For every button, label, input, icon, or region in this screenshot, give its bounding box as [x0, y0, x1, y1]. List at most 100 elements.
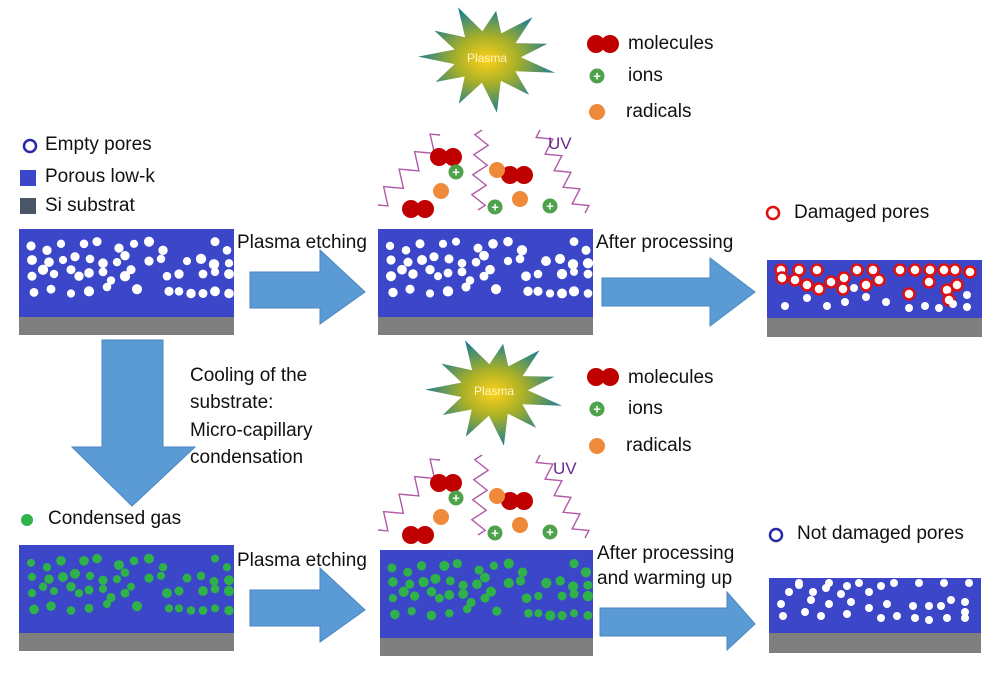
condensed-gas-pore — [42, 563, 52, 572]
condensed-gas-pore — [466, 597, 476, 608]
damaged-pore — [810, 263, 824, 277]
condensed-gas-pore — [98, 575, 108, 585]
condensed-gas-pore — [503, 558, 514, 569]
damaged-pore — [922, 275, 936, 289]
empty-pore — [403, 257, 413, 267]
ion — [448, 164, 464, 180]
condensed-gas-pore — [583, 611, 593, 620]
radical — [489, 488, 505, 504]
empty-pore — [224, 259, 234, 268]
not-damaged-pore — [843, 582, 851, 590]
empty-pore — [556, 268, 568, 280]
arrow-right-plasma-etching-bottom — [249, 566, 366, 643]
empty-pore — [198, 288, 208, 298]
condensed-gas-pore — [388, 577, 398, 587]
condensed-gas-pore — [92, 553, 102, 564]
ion — [542, 524, 558, 540]
condensed-gas-pore — [38, 582, 48, 591]
empty-pore — [83, 286, 95, 297]
molecule-icon — [587, 35, 605, 53]
intact-pore — [841, 298, 849, 306]
label-after-processing-top: After processing — [596, 232, 734, 253]
condensed-gas-pore — [27, 589, 37, 598]
empty-pore — [70, 252, 80, 262]
empty-pore — [210, 267, 220, 277]
condensed-gas-pore — [409, 591, 420, 601]
not-damaged-pore — [807, 596, 815, 604]
condensed-pores — [387, 558, 594, 621]
condensed-gas-pore — [398, 586, 409, 597]
condensed-gas-pore — [555, 576, 565, 586]
empty-pore — [401, 246, 411, 255]
species-legend-bottom: + — [587, 368, 619, 454]
condensed-gas-pore — [418, 576, 429, 588]
condensed-gas-pore — [569, 589, 579, 599]
intact-pore — [949, 300, 957, 308]
empty-pore — [174, 269, 184, 279]
legend-ions: ions — [628, 65, 663, 86]
empty-pore — [162, 271, 172, 281]
plus-sign: + — [546, 199, 554, 214]
empty-pore — [521, 271, 531, 282]
condensed-gas-pore — [164, 604, 174, 613]
radical — [489, 162, 505, 178]
condensed-gas-pore — [480, 593, 490, 603]
condensed-gas-pore — [426, 610, 437, 621]
empty-pore — [444, 254, 454, 264]
arrow-right-after-processing-top — [601, 256, 756, 328]
empty-pore — [443, 268, 453, 278]
molecule — [501, 166, 519, 184]
uv-ray — [470, 129, 490, 211]
empty-pore — [98, 258, 108, 269]
condensed-gas-pore — [198, 606, 208, 615]
not-damaged-pore — [877, 614, 885, 622]
condensed-gas-pore — [49, 587, 59, 596]
empty-pore — [112, 257, 122, 267]
condensed-gas-pore — [209, 576, 219, 586]
legend-ions: ions — [628, 398, 663, 419]
damaged-pore — [850, 263, 864, 277]
empty-pore — [408, 269, 418, 279]
empty-pore — [429, 252, 439, 262]
arrow-right-after-warming-bottom — [599, 590, 756, 652]
legend-molecules: molecules — [628, 33, 714, 54]
empty-pore — [114, 243, 124, 253]
condensed-gas-pore — [485, 586, 496, 597]
condensed-gas-pore — [210, 584, 220, 594]
molecule — [444, 148, 462, 166]
condensed-gas-pore — [445, 609, 454, 618]
not-damaged-pore — [961, 608, 969, 616]
empty-pore — [581, 245, 591, 255]
empty-pore — [120, 251, 130, 261]
empty-pore — [471, 257, 481, 267]
condensed-gas-pore — [56, 555, 66, 566]
ion-icon — [589, 401, 605, 417]
empty-pore — [164, 286, 174, 296]
molecule-icon — [601, 35, 619, 53]
empty-pore — [479, 271, 489, 281]
empty-pore — [85, 254, 95, 264]
condensed-gas-pore — [66, 581, 76, 592]
condensed-gas-pore — [174, 586, 184, 596]
empty-pore — [42, 245, 52, 255]
condensed-gas-pore — [534, 591, 543, 601]
damaged-pore — [937, 263, 951, 277]
molecule-icon — [601, 368, 619, 386]
condensed-gas-pore — [583, 580, 593, 590]
damaged-pore — [948, 263, 962, 277]
uv-label: UV — [553, 459, 577, 478]
damaged-pore-legend-icon — [765, 205, 781, 221]
empty-pore — [102, 282, 112, 292]
condensed-gas-pore — [462, 604, 472, 614]
cooling-label-line3: Micro-capillary — [190, 420, 313, 441]
condensed-gas-pore — [515, 576, 526, 586]
condensed-gas-pore — [534, 609, 543, 618]
condensed-gas-pore — [85, 571, 95, 581]
plus-sign: + — [491, 526, 499, 541]
uv-ray — [470, 454, 490, 536]
empty-pore — [156, 254, 166, 264]
condensed-gas-pore — [430, 573, 441, 584]
plasma-label: Plasma — [467, 51, 507, 65]
label-plasma-etching-bottom: Plasma etching — [237, 550, 367, 571]
empty-pore — [208, 259, 220, 270]
